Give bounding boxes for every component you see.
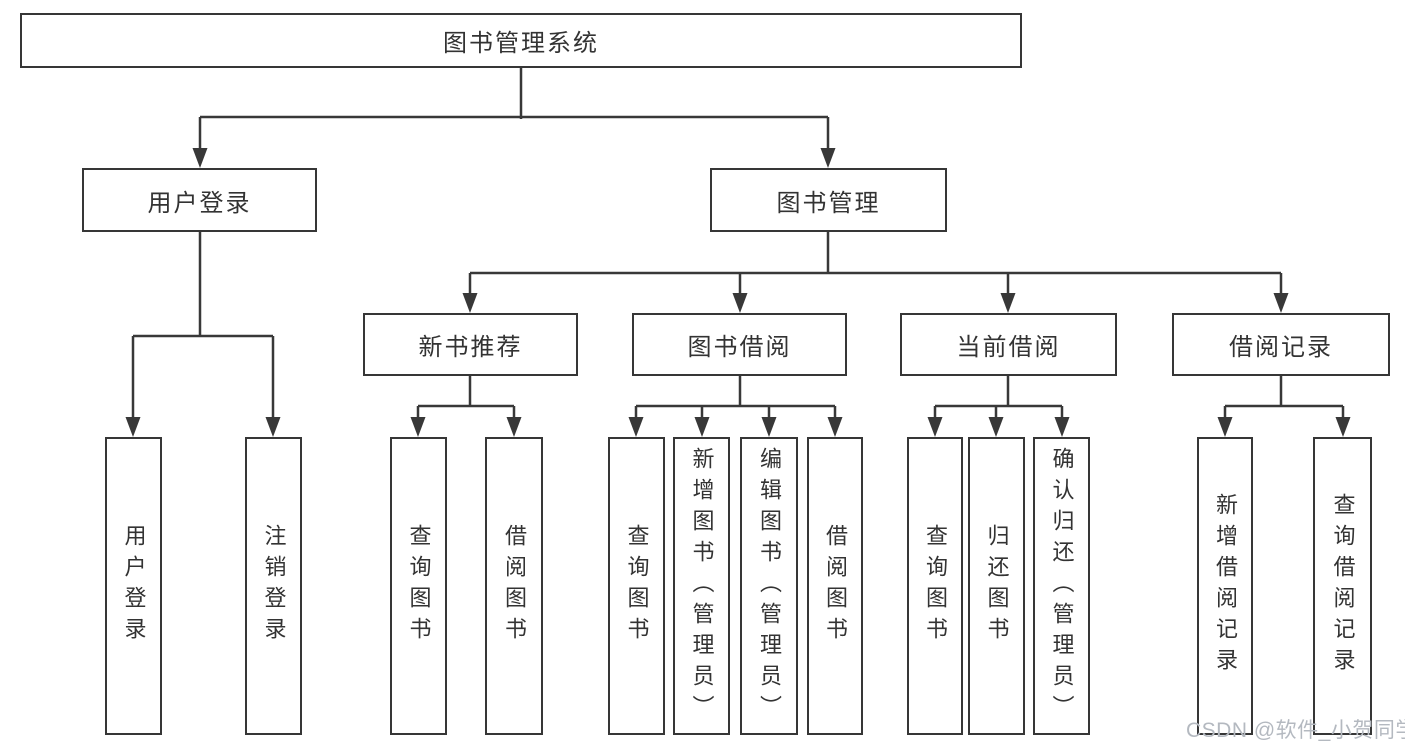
node-new-book-recommend: 新书推荐 [363, 313, 578, 376]
leaf-borrow-book-1-label: 借阅图书 [502, 524, 527, 648]
leaf-query-borrow-record: 查询借阅记录 [1313, 437, 1372, 735]
leaf-return-book-label: 归还图书 [984, 524, 1010, 648]
leaf-query-book-2: 查询图书 [608, 437, 665, 735]
leaf-query-book-3: 查询图书 [907, 437, 963, 735]
leaf-logout-label: 注销登录 [261, 524, 287, 648]
leaf-query-book-1-label: 查询图书 [406, 524, 432, 648]
leaf-borrow-book-2: 借阅图书 [807, 437, 863, 735]
node-root: 图书管理系统 [20, 13, 1022, 68]
leaf-borrow-book-2-label: 借阅图书 [823, 524, 848, 648]
node-book-management: 图书管理 [710, 168, 947, 232]
leaf-logout: 注销登录 [245, 437, 302, 735]
leaf-add-borrow-record: 新增借阅记录 [1197, 437, 1253, 735]
node-new-book-recommend-label: 新书推荐 [418, 334, 523, 361]
node-current-borrow: 当前借阅 [900, 313, 1117, 376]
leaf-return-book: 归还图书 [968, 437, 1025, 735]
leaf-edit-book-admin: 编辑图书（管理员） [740, 437, 798, 735]
leaf-confirm-return-admin-label: 确认归还（管理员） [1049, 446, 1075, 726]
node-book-management-label: 图书管理 [776, 189, 881, 217]
leaf-user-login: 用户登录 [105, 437, 162, 735]
leaf-add-borrow-record-label: 新增借阅记录 [1213, 493, 1238, 679]
leaf-borrow-book-1: 借阅图书 [485, 437, 543, 735]
leaf-query-book-1: 查询图书 [390, 437, 447, 735]
node-user-login-label: 用户登录 [147, 189, 252, 217]
leaf-edit-book-admin-label: 编辑图书（管理员） [757, 446, 782, 726]
leaf-user-login-label: 用户登录 [121, 524, 147, 648]
node-borrow-records: 借阅记录 [1172, 313, 1390, 376]
leaf-query-borrow-record-label: 查询借阅记录 [1330, 493, 1356, 679]
node-current-borrow-label: 当前借阅 [956, 334, 1061, 361]
leaf-query-book-3-label: 查询图书 [923, 524, 948, 648]
node-user-login: 用户登录 [82, 168, 317, 232]
leaf-query-book-2-label: 查询图书 [624, 524, 650, 648]
leaf-add-book-admin: 新增图书（管理员） [673, 437, 730, 735]
node-book-borrow: 图书借阅 [632, 313, 847, 376]
node-root-label: 图书管理系统 [443, 30, 599, 57]
node-book-borrow-label: 图书借阅 [687, 334, 792, 361]
watermark-text: CSDN @软件_小贺同学 [1186, 719, 1405, 742]
connector-lines [131, 68, 1345, 420]
leaf-add-book-admin-label: 新增图书（管理员） [689, 446, 715, 726]
node-borrow-records-label: 借阅记录 [1229, 334, 1333, 361]
leaf-confirm-return-admin: 确认归还（管理员） [1033, 437, 1090, 735]
